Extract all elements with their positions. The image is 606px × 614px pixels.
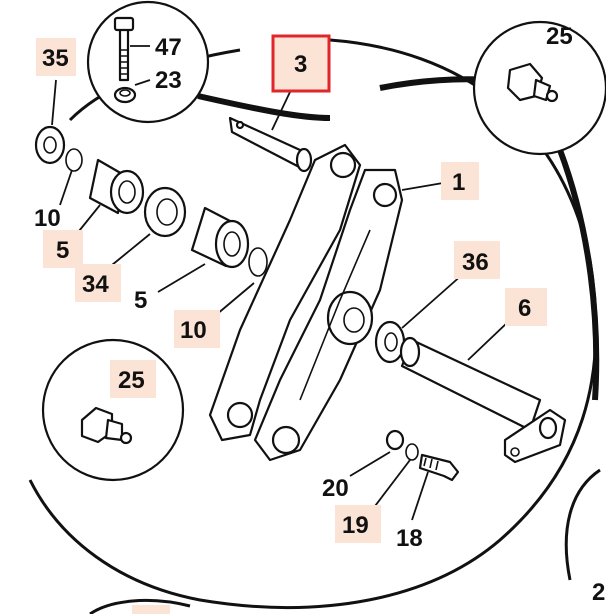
- callout-1[interactable]: 1: [452, 169, 465, 196]
- shaft-part-6[interactable]: [400, 338, 542, 432]
- callout-34[interactable]: 34: [82, 271, 109, 298]
- partial-highlight-bottom: [132, 605, 170, 614]
- callout-2-partial[interactable]: 2: [592, 579, 605, 606]
- spacer-part-20[interactable]: [385, 429, 405, 451]
- callout-3[interactable]: 3: [294, 51, 307, 78]
- snap-ring-10-right[interactable]: [248, 247, 268, 277]
- callout-25-left[interactable]: 25: [118, 367, 145, 394]
- bolt-shaft[interactable]: [118, 26, 130, 82]
- bolt-part-18[interactable]: [418, 453, 460, 482]
- callout-6[interactable]: 6: [518, 295, 531, 322]
- partial-inset-bottom-left: [89, 598, 191, 614]
- callout-18[interactable]: 18: [396, 525, 423, 552]
- callout-19[interactable]: 19: [342, 512, 369, 539]
- thick-edge-line: [557, 148, 600, 401]
- washer-part-36[interactable]: [374, 320, 406, 364]
- callout-5-right[interactable]: 5: [134, 287, 147, 314]
- center-boss: [326, 290, 374, 346]
- callout-10-right[interactable]: 10: [180, 317, 207, 344]
- thick-hose-line: [197, 93, 331, 121]
- washer-part-35[interactable]: [34, 125, 66, 165]
- bolt-head[interactable]: [113, 16, 135, 32]
- partial-inset-bottom-right: [564, 468, 601, 581]
- linkage-arm-back-plate[interactable]: [208, 143, 362, 442]
- callout-35[interactable]: 35: [42, 45, 69, 72]
- callout-36[interactable]: 36: [462, 249, 489, 276]
- callout-5-left[interactable]: 5: [56, 237, 69, 264]
- selected-part-box[interactable]: [271, 34, 331, 93]
- callout-25-top[interactable]: 25: [546, 23, 573, 50]
- snap-ring-10-left[interactable]: [65, 148, 83, 172]
- spacer-part-34[interactable]: [143, 186, 187, 238]
- callout-10-left[interactable]: 10: [34, 205, 61, 232]
- inset-circle-bolt: [86, 0, 210, 124]
- callout-23[interactable]: 23: [155, 67, 182, 94]
- washer-part-19[interactable]: [405, 443, 419, 461]
- callout-47[interactable]: 47: [155, 34, 182, 61]
- callout-20[interactable]: 20: [322, 475, 349, 502]
